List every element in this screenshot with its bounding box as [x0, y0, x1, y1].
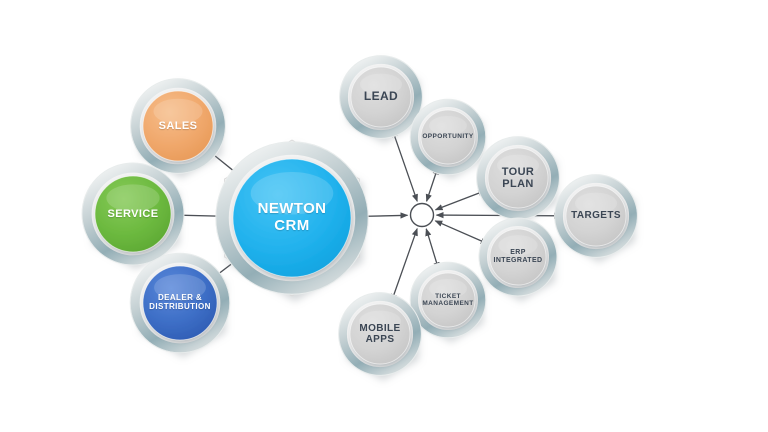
tour-plan-disc[interactable] — [487, 147, 549, 209]
hub-to-ticket — [425, 228, 440, 271]
opportunity-ring-edge — [409, 98, 487, 176]
mobile-apps-disc[interactable] — [349, 303, 411, 365]
node-mobile-apps[interactable] — [338, 292, 422, 376]
ticket-management-gloss — [429, 278, 467, 299]
lead-disc[interactable] — [350, 66, 412, 128]
ticket-management-disc[interactable] — [420, 272, 476, 328]
lead-gloss — [360, 73, 402, 96]
erp-integrated-disc[interactable] — [489, 228, 547, 286]
sales-disc[interactable] — [142, 90, 214, 162]
targets-gloss — [575, 192, 617, 215]
node-opportunity[interactable] — [409, 98, 487, 176]
erp-integrated-ring-edge — [478, 217, 558, 297]
ticket-management-ring — [410, 262, 486, 338]
node-tour-plan[interactable] — [476, 136, 560, 220]
erp-integrated-gloss — [498, 235, 538, 256]
newton-crm-gloss — [250, 171, 334, 215]
node-dealer-distribution[interactable] — [129, 252, 231, 354]
node-lead[interactable] — [339, 55, 423, 139]
hub-to-tour-plan — [434, 189, 487, 211]
node-layer — [81, 55, 638, 376]
service-ring — [82, 163, 184, 265]
connector-hub[interactable] — [409, 202, 435, 228]
tour-plan-gloss — [497, 154, 539, 177]
tour-plan-ring — [476, 136, 560, 220]
mobile-apps-ring-edge — [338, 292, 422, 376]
erp-integrated-ring — [479, 218, 557, 296]
hub-to-targets — [435, 212, 562, 219]
hub-to-erp-line — [434, 220, 489, 245]
lead-ring — [339, 55, 423, 139]
node-erp-integrated[interactable] — [478, 217, 558, 297]
service-disc[interactable] — [94, 175, 172, 253]
hub-to-erp — [434, 220, 489, 245]
sales-ring — [130, 78, 226, 174]
service-gloss — [106, 184, 160, 212]
opportunity-disc[interactable] — [420, 109, 476, 165]
opportunity-gloss — [429, 115, 467, 136]
dealer-distribution-gloss — [154, 274, 206, 301]
sales-ring-edge — [130, 78, 226, 174]
sales-gloss — [153, 98, 203, 124]
hub-circle[interactable] — [409, 202, 435, 228]
service-ring-edge — [81, 162, 185, 266]
targets-disc[interactable] — [565, 185, 627, 247]
hub-to-targets-line — [435, 212, 562, 219]
hub-to-lead-line — [391, 129, 418, 203]
node-service[interactable] — [81, 162, 185, 266]
opportunity-ring — [410, 99, 486, 175]
hub-to-lead — [391, 129, 418, 203]
targets-ring-edge — [554, 174, 638, 258]
hub-to-tour-plan-line — [434, 189, 487, 211]
dealer-distribution-ring-edge — [129, 252, 231, 354]
mobile-apps-ring — [338, 292, 422, 376]
targets-ring — [554, 174, 638, 258]
ticket-management-ring-edge — [409, 261, 487, 339]
hub-to-mobile-line — [391, 227, 418, 302]
hub-to-mobile — [391, 227, 418, 302]
node-targets[interactable] — [554, 174, 638, 258]
dealer-distribution-disc[interactable] — [142, 265, 218, 341]
mobile-apps-gloss — [359, 310, 401, 333]
lead-ring-edge — [339, 55, 423, 139]
hub-to-ticket-line — [425, 228, 440, 271]
dealer-distribution-ring — [130, 253, 230, 353]
newton-crm-ring — [216, 142, 368, 294]
node-sales[interactable] — [130, 78, 226, 174]
node-newton-crm[interactable] — [215, 139, 369, 297]
node-ticket-management[interactable] — [409, 261, 487, 339]
newton-crm-disc[interactable] — [232, 158, 352, 278]
newton-crm-ring-edge — [215, 141, 369, 295]
